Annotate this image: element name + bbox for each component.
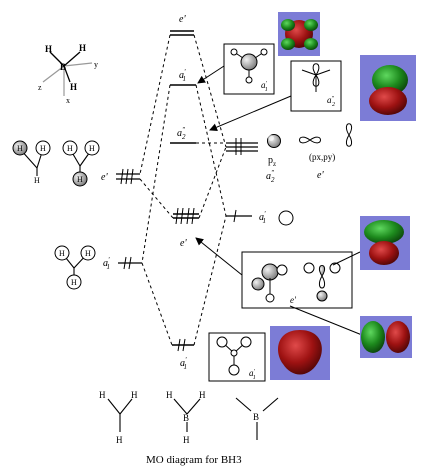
h3-a1-orbital: H H H [54,245,96,290]
inset-a1-bond: a'1 [208,332,266,382]
bottom-bh3-b: B [183,413,189,423]
h3-e1-h3: H [34,176,40,185]
axis-h-bottom: H [70,82,77,92]
bottom-h3-h2: H [131,390,138,400]
h3-e2-h1: H [67,144,73,153]
inset-e-prime-label: e' [290,295,297,305]
render-e-prime-2 [360,316,412,358]
inset-a2-dprime: a"2 [209,60,342,131]
boron-s-level: a'1 [226,209,294,226]
mo-e-prime-bonding-label: e' [180,238,187,249]
h3-e2-h3: H [77,175,83,184]
h3-a1-h3: H [71,278,77,287]
boron-pxy-label: (px,py) [309,152,335,162]
bottom-bh3-h3: H [183,435,190,445]
boron-pxy-sym-label: e' [317,170,324,181]
axes: y x z H H H B [38,43,98,105]
left-fragment-levels: e' a'1 [101,168,142,271]
render-e-prime-1 [360,216,410,270]
bottom-h3-h3: H [116,435,123,445]
inset-a2-dprime-label: a"2 [327,95,335,108]
h3-e2-h2: H [89,144,95,153]
correlation-lines [139,34,227,346]
bottom-h3-structure: H H H [99,390,138,445]
h3-e1-h2: H [40,144,46,153]
bottom-b-structure: B [235,397,279,440]
bottom-bh3-structure: H H B H [166,390,206,445]
bottom-bh3-h2: H [199,390,206,400]
inset-a1-star: a'1 [197,43,275,95]
mo-a1-prime-bonding-label: a'1 [180,356,187,371]
mo-a2-dprime-label: a"2 [177,126,186,141]
mo-a1-prime-star-label: a'1 [179,68,186,83]
axis-z-label: z [38,83,42,92]
h3-a1-h2: H [85,249,91,258]
boron-s-label: a'1 [259,210,266,225]
left-e-prime-label: e' [101,172,108,183]
axis-x-label: x [66,96,70,105]
bottom-h3-h1: H [99,390,106,400]
mo-levels: e' a'1 a"2 e' a'1 [170,14,199,371]
inset-a1-bond-label: a'1 [249,368,256,381]
boron-p-orbitals: pz a"2 (px,py) e' [266,123,353,184]
mo-e-prime-star-label: e' [179,14,186,25]
h3-e-prime-orbitals: H H H H H H [12,140,100,187]
h3-e1-h1: H [17,144,23,153]
render-a1-bond [270,326,330,380]
inset-e-prime: e' [195,237,363,336]
inset-a1-star-label: a'1 [261,80,268,93]
axis-b-atom: B [60,62,66,72]
left-a1-label: a'1 [103,256,110,271]
boron-pz-label: pz [268,155,276,168]
render-a2-dprime [360,55,416,121]
h3-a1-h1: H [59,249,65,258]
boron-pz-sym-label: a"2 [266,169,275,184]
axis-y-label: y [94,60,98,69]
render-a1-star [278,12,320,56]
diagram-caption: MO diagram for BH3 [146,454,242,466]
boron-p-levels [226,138,258,155]
axis-h-left: H [45,44,52,54]
bottom-bh3-h1: H [166,390,173,400]
bottom-b-atom: B [253,412,259,422]
axis-h-right: H [79,43,86,53]
